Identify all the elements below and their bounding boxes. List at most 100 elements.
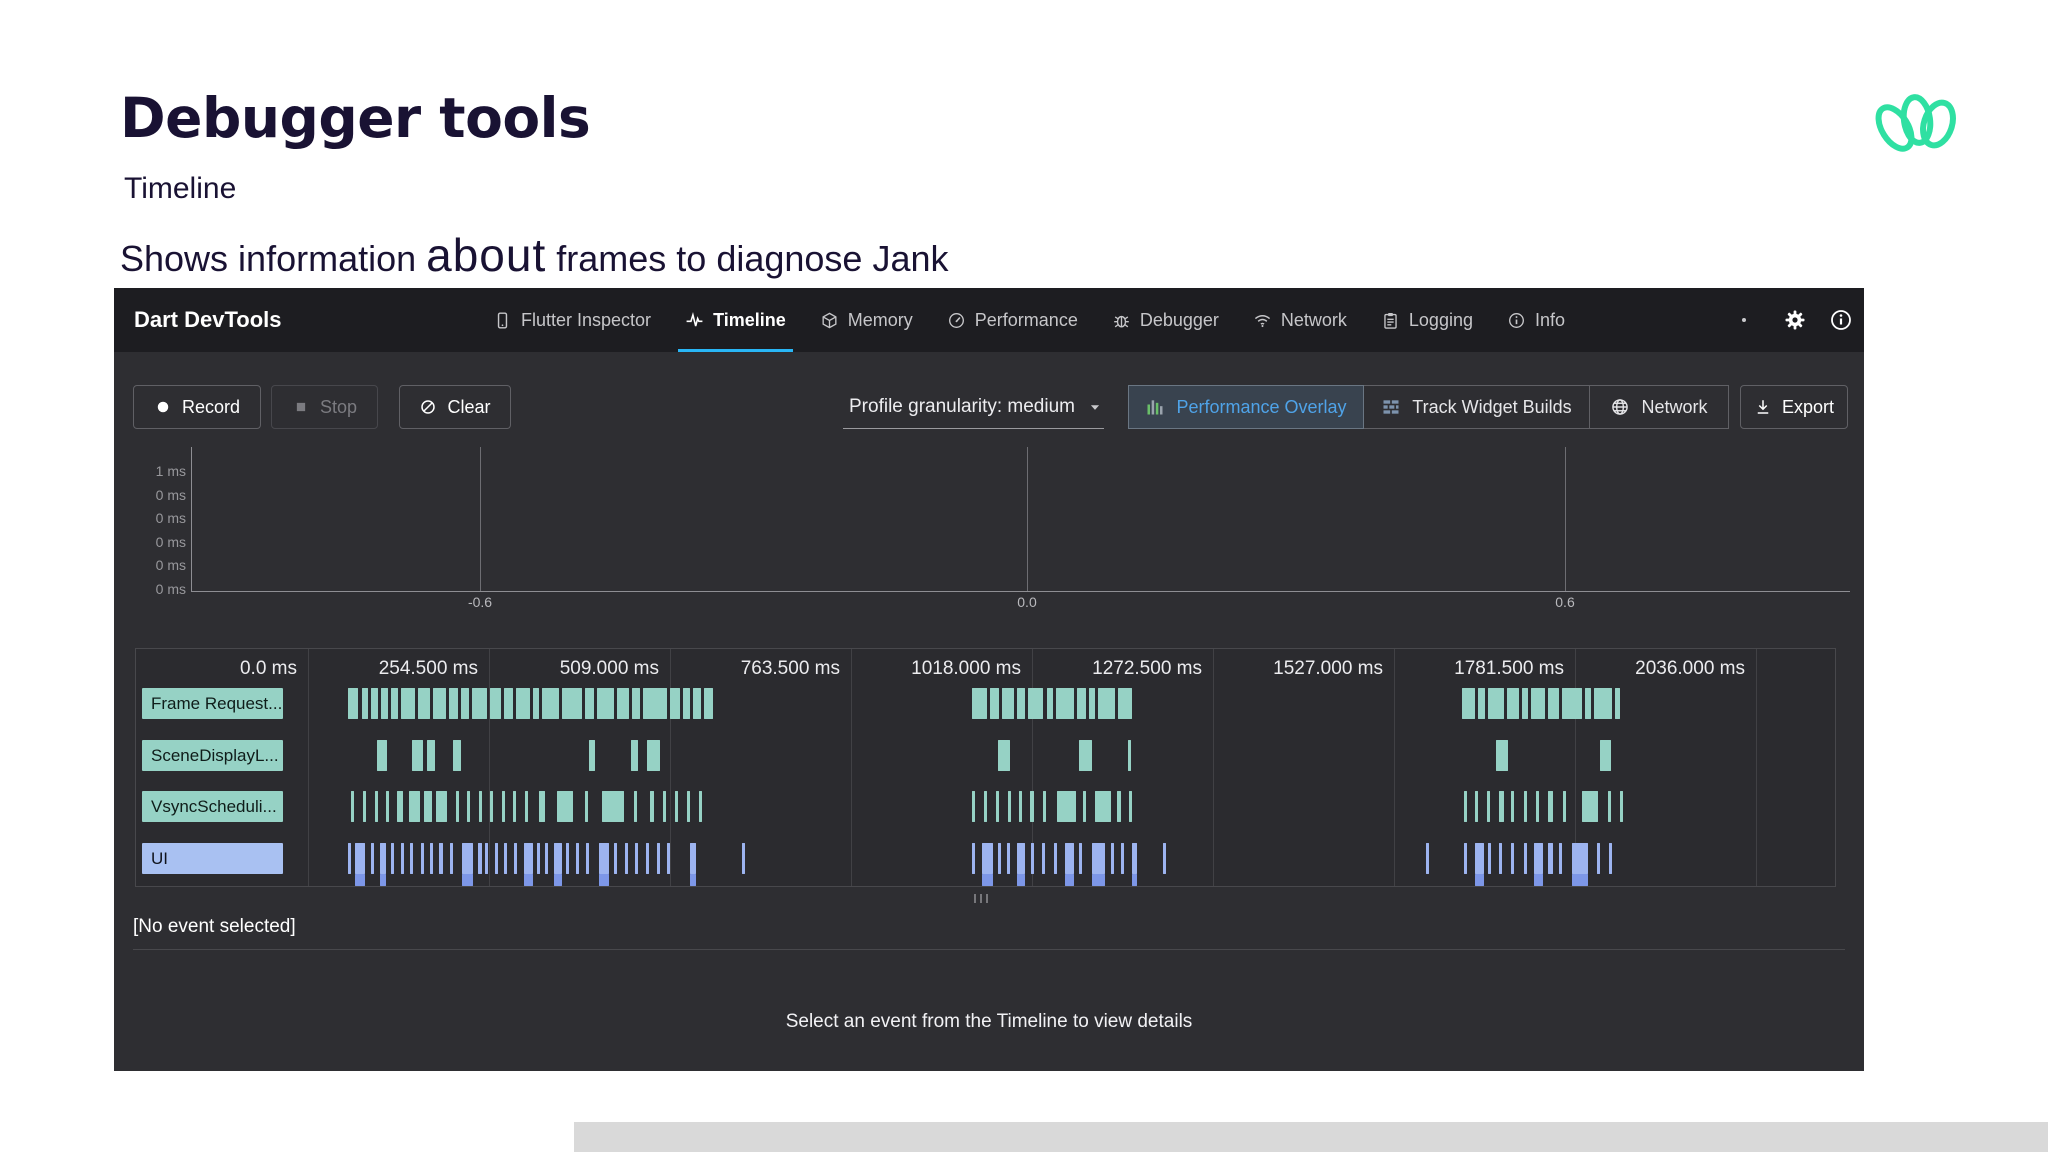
timeline-event-bar[interactable]: [424, 791, 432, 822]
timeline-event-sub-bar[interactable]: [1017, 874, 1026, 886]
timeline-event-bar[interactable]: [982, 843, 993, 874]
timeline-event-bar[interactable]: [385, 791, 390, 822]
timeline-event-bar[interactable]: [1162, 843, 1166, 874]
timeline-event-bar[interactable]: [1558, 843, 1562, 874]
timeline-event-bar[interactable]: [1425, 843, 1429, 874]
timeline-event-bar[interactable]: [1017, 843, 1026, 874]
timeline-event-bar[interactable]: [462, 843, 474, 874]
gear-icon[interactable]: [1772, 308, 1818, 332]
timeline-event-bar[interactable]: [1581, 791, 1599, 822]
timeline-event-bar[interactable]: [1129, 791, 1133, 822]
timeline-event-bar[interactable]: [379, 843, 386, 874]
timeline-event-bar[interactable]: [596, 688, 614, 719]
timeline-event-bar[interactable]: [996, 791, 1000, 822]
timeline-event-bar[interactable]: [566, 843, 570, 874]
timeline-event-bar[interactable]: [1486, 791, 1490, 822]
timeline-event-bar[interactable]: [1499, 791, 1504, 822]
timeline-event-bar[interactable]: [421, 843, 425, 874]
timeline-event-sub-bar[interactable]: [1474, 874, 1484, 886]
timeline-event-bar[interactable]: [656, 843, 660, 874]
timeline-event-bar[interactable]: [1041, 843, 1045, 874]
clear-button[interactable]: Clear: [399, 385, 511, 429]
timeline-event-bar[interactable]: [1463, 843, 1467, 874]
timeline-event-bar[interactable]: [1619, 791, 1623, 822]
network-toggle[interactable]: Network: [1590, 385, 1729, 429]
timeline-event-bar[interactable]: [1474, 843, 1484, 874]
timeline-event-bar[interactable]: [1083, 791, 1087, 822]
timeline-event-bar[interactable]: [347, 688, 359, 719]
timeline-event-bar[interactable]: [584, 791, 588, 822]
timeline-event-bar[interactable]: [1535, 791, 1539, 822]
flame-row-label-vsyncscheduli[interactable]: VsyncScheduli...: [142, 791, 283, 822]
timeline-event-bar[interactable]: [390, 843, 394, 874]
timeline-event-bar[interactable]: [390, 688, 399, 719]
timeline-event-bar[interactable]: [1548, 843, 1553, 874]
timeline-event-bar[interactable]: [525, 791, 529, 822]
timeline-event-sub-bar[interactable]: [523, 874, 533, 886]
timeline-event-bar[interactable]: [1499, 843, 1503, 874]
timeline-event-bar[interactable]: [557, 791, 573, 822]
timeline-event-bar[interactable]: [645, 843, 649, 874]
timeline-event-bar[interactable]: [589, 740, 596, 771]
timeline-event-bar[interactable]: [1078, 843, 1082, 874]
timeline-event-sub-bar[interactable]: [554, 874, 562, 886]
timeline-event-bar[interactable]: [1523, 843, 1527, 874]
timeline-event-bar[interactable]: [971, 843, 975, 874]
overflow-dot-icon[interactable]: [1742, 318, 1746, 322]
timeline-event-bar[interactable]: [1118, 688, 1133, 719]
timeline-event-bar[interactable]: [1584, 688, 1591, 719]
timeline-event-bar[interactable]: [347, 843, 351, 874]
splitter-drag-handle[interactable]: [974, 894, 988, 903]
timeline-event-bar[interactable]: [494, 843, 498, 874]
record-button[interactable]: Record: [133, 385, 261, 429]
timeline-event-bar[interactable]: [477, 843, 483, 874]
timeline-event-bar[interactable]: [601, 791, 625, 822]
timeline-event-bar[interactable]: [693, 688, 701, 719]
timeline-event-bar[interactable]: [375, 791, 379, 822]
timeline-event-sub-bar[interactable]: [690, 874, 697, 886]
timeline-event-bar[interactable]: [1089, 688, 1096, 719]
timeline-event-bar[interactable]: [467, 791, 471, 822]
timeline-event-bar[interactable]: [541, 688, 559, 719]
timeline-event-bar[interactable]: [1006, 843, 1010, 874]
timeline-event-bar[interactable]: [1534, 843, 1544, 874]
timeline-event-bar[interactable]: [662, 791, 666, 822]
timeline-event-bar[interactable]: [1043, 791, 1047, 822]
timeline-event-bar[interactable]: [479, 791, 483, 822]
tab-flutter-inspector[interactable]: Flutter Inspector: [476, 288, 668, 352]
timeline-event-bar[interactable]: [471, 688, 487, 719]
timeline-event-bar[interactable]: [1609, 843, 1613, 874]
timeline-event-bar[interactable]: [650, 791, 654, 822]
tab-debugger[interactable]: Debugger: [1095, 288, 1236, 352]
timeline-event-bar[interactable]: [1098, 688, 1116, 719]
timeline-event-bar[interactable]: [1077, 688, 1087, 719]
timeline-event-bar[interactable]: [1018, 791, 1023, 822]
timeline-event-bar[interactable]: [433, 688, 446, 719]
timeline-event-bar[interactable]: [410, 843, 414, 874]
timeline-event-bar[interactable]: [436, 791, 448, 822]
timeline-event-bar[interactable]: [1531, 688, 1545, 719]
timeline-event-bar[interactable]: [561, 688, 582, 719]
timeline-event-sub-bar[interactable]: [982, 874, 993, 886]
timeline-event-bar[interactable]: [439, 843, 443, 874]
timeline-event-bar[interactable]: [1548, 688, 1559, 719]
timeline-event-bar[interactable]: [503, 688, 513, 719]
timeline-event-bar[interactable]: [418, 688, 431, 719]
timeline-event-bar[interactable]: [1474, 791, 1478, 822]
timeline-event-bar[interactable]: [1017, 688, 1026, 719]
timeline-event-sub-bar[interactable]: [1092, 874, 1105, 886]
timeline-event-bar[interactable]: [1110, 843, 1114, 874]
timeline-event-bar[interactable]: [1028, 688, 1044, 719]
timeline-event-bar[interactable]: [363, 791, 367, 822]
timeline-event-bar[interactable]: [450, 843, 454, 874]
timeline-event-bar[interactable]: [427, 740, 435, 771]
timeline-event-bar[interactable]: [1600, 740, 1611, 771]
timeline-event-bar[interactable]: [584, 688, 594, 719]
timeline-event-sub-bar[interactable]: [598, 874, 610, 886]
timeline-event-bar[interactable]: [632, 688, 640, 719]
timeline-event-bar[interactable]: [1511, 843, 1515, 874]
timeline-event-bar[interactable]: [401, 688, 416, 719]
timeline-event-bar[interactable]: [1596, 843, 1600, 874]
timeline-event-bar[interactable]: [1607, 791, 1611, 822]
